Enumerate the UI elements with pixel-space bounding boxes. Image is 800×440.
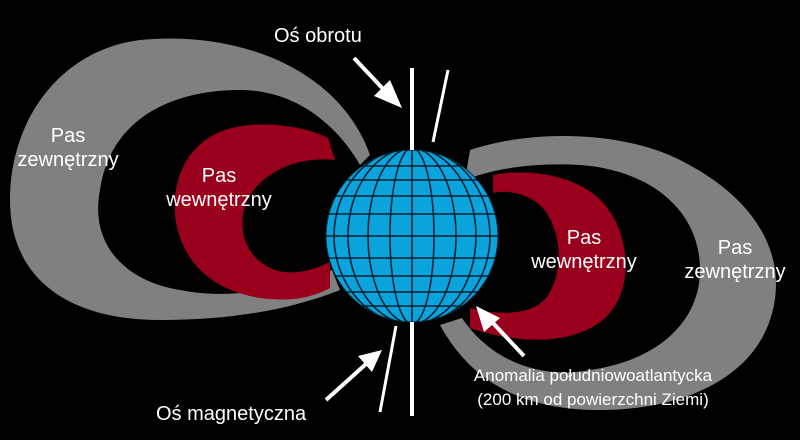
inner-belt-left-label-line2: wewnętrzny (166, 189, 272, 211)
outer-belt-left-label-line1: Pas (50, 125, 86, 147)
anomaly-arrow (476, 306, 526, 358)
magnetic-axis-label: Oś magnetyczna (156, 403, 307, 425)
inner-belt-right-label: Pas wewnętrzny (524, 226, 644, 274)
outer-belt-left-label-line2: zewnętrzny (17, 149, 119, 171)
rotation-axis-label: Oś obrotu (274, 25, 362, 47)
inner-belt-left (174, 124, 335, 300)
outer-belt-right-label: Pas zewnętrzny (676, 236, 794, 284)
anomaly-label: Anomalia południowoatlantycka (200 km od… (448, 364, 738, 412)
inner-belt-left-label: Pas wewnętrzny (160, 164, 278, 212)
anomaly-label-line1: Anomalia południowoatlantycka (473, 366, 713, 385)
inner-belt-left-label-line1: Pas (201, 165, 237, 187)
inner-belt-right-label-line2: wewnętrzny (531, 251, 637, 273)
rotation-axis-arrow (352, 56, 402, 108)
inner-belt-right-label-line1: Pas (566, 227, 602, 249)
outer-belt-right (440, 136, 776, 411)
outer-belt-left (10, 38, 370, 320)
magnetic-axis-line-top (431, 69, 450, 143)
inner-belt-right (470, 172, 626, 340)
outer-belt-right-label-line2: zewnętrzny (684, 261, 786, 283)
magnetic-axis-line-bottom (378, 325, 398, 413)
anomaly-label-line2: (200 km od powierzchni Ziemi) (477, 390, 709, 409)
magnetic-axis-arrow (324, 350, 382, 402)
outer-belt-right-label-line1: Pas (717, 237, 753, 259)
outer-belt-left-label: Pas zewnętrzny (10, 124, 126, 172)
